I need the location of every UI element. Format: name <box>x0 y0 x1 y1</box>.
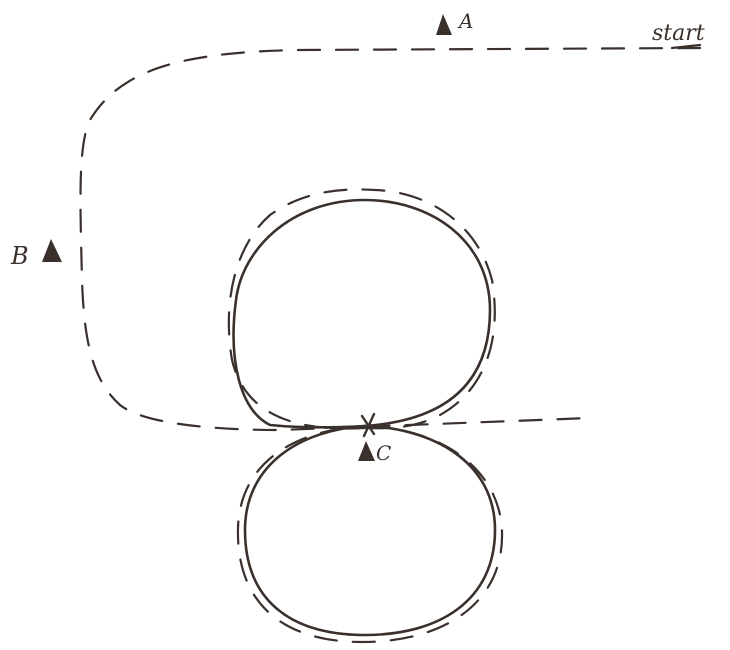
cone-b-icon <box>42 239 62 262</box>
start-underline <box>670 43 702 50</box>
cone-a-icon <box>436 14 452 35</box>
upper-circle <box>232 198 492 429</box>
label-c: C <box>376 441 391 465</box>
upper-circle-trace <box>227 188 496 430</box>
label-start: start <box>652 21 705 46</box>
outer-route <box>79 46 702 432</box>
cone-c-icon <box>358 441 375 461</box>
lower-circle-trace <box>236 424 504 644</box>
crossing-mark <box>360 412 376 438</box>
label-a: A <box>457 9 473 33</box>
label-b: B <box>10 242 29 270</box>
lower-circle <box>243 424 497 637</box>
dashed-route <box>79 46 702 644</box>
